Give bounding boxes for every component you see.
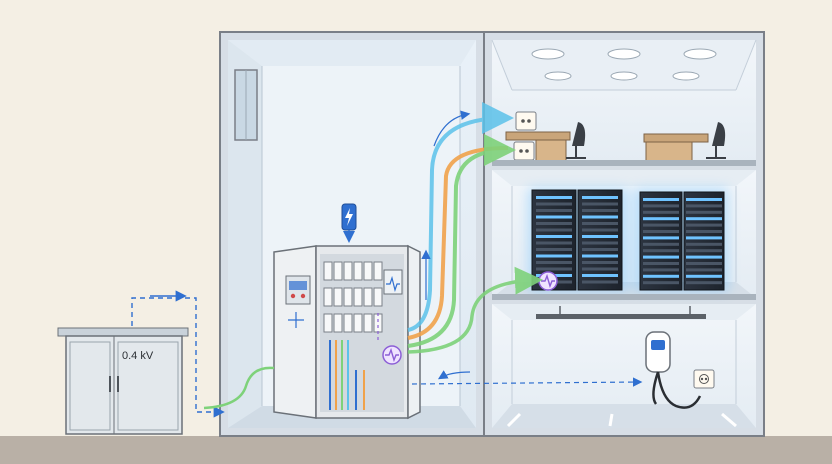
breaker [374, 314, 382, 332]
rack-slot [536, 222, 572, 225]
rack-slot [643, 249, 679, 252]
rack-slot [643, 268, 679, 271]
rack-slot [686, 198, 722, 201]
rack-slot [643, 230, 679, 233]
breaker [374, 288, 382, 306]
distribution-cabinet [274, 246, 420, 418]
breaker [344, 314, 352, 332]
rack-slot [643, 211, 679, 214]
rack-slot [686, 204, 722, 207]
rack-slot [686, 275, 722, 278]
rack-slot [536, 255, 572, 258]
rack-slot [582, 196, 618, 199]
rack-slot [643, 275, 679, 278]
breaker [364, 288, 372, 306]
rack-slot [686, 236, 722, 239]
rack-slot [582, 242, 618, 245]
waveform-monitor-icon [539, 272, 557, 290]
rack-slot [643, 198, 679, 201]
rack-slot [536, 196, 572, 199]
rack-slot [686, 224, 722, 227]
rack-slot [582, 209, 618, 212]
breaker [334, 288, 342, 306]
breaker [364, 314, 372, 332]
rack-slot [643, 243, 679, 246]
rack-slot [643, 256, 679, 259]
breaker [364, 262, 372, 280]
rack-slot [686, 256, 722, 259]
rack-slot [686, 217, 722, 220]
rack-slot [686, 249, 722, 252]
rack-slot [686, 243, 722, 246]
breaker [354, 262, 362, 280]
rack-slot [582, 203, 618, 206]
server-rack-right [640, 192, 724, 290]
rack-slot [536, 216, 572, 219]
breaker [324, 262, 332, 280]
rack-slot [582, 281, 618, 284]
rack-slot [643, 224, 679, 227]
breaker [344, 288, 352, 306]
office-room [492, 40, 756, 166]
transformer-label: 0.4 kV [122, 350, 154, 362]
rack-slot [582, 268, 618, 271]
rack-slot [536, 209, 572, 212]
rack-slot [536, 261, 572, 264]
rack-slot [582, 235, 618, 238]
rack-slot [582, 274, 618, 277]
rack-slot [643, 236, 679, 239]
breaker [344, 262, 352, 280]
rack-slot [582, 222, 618, 225]
right-building [484, 32, 764, 436]
rack-slot [582, 255, 618, 258]
breaker [324, 314, 332, 332]
ground [0, 436, 832, 464]
rack-slot [536, 203, 572, 206]
power-socket-icon [516, 112, 536, 130]
rack-slot [643, 217, 679, 220]
rack-slot [643, 262, 679, 265]
rack-slot [582, 248, 618, 251]
waveform-monitor-icon [383, 346, 401, 364]
rack-slot [686, 262, 722, 265]
rack-slot [686, 211, 722, 214]
breaker [354, 314, 362, 332]
window [235, 70, 257, 140]
rack-slot [686, 230, 722, 233]
power-socket-icon [694, 370, 714, 388]
breaker [374, 262, 382, 280]
breaker [354, 288, 362, 306]
rack-slot [536, 229, 572, 232]
rack-slot [536, 248, 572, 251]
rack-slot [686, 281, 722, 284]
rack-slot [582, 216, 618, 219]
rack-slot [536, 268, 572, 271]
breaker [334, 262, 342, 280]
transformer-box: 0.4 kV [58, 328, 188, 434]
rack-slot [643, 281, 679, 284]
rack-slot [686, 268, 722, 271]
rack-slot [582, 261, 618, 264]
breaker [334, 314, 342, 332]
power-socket-icon [514, 142, 534, 160]
garage-room [492, 304, 756, 428]
breaker [324, 288, 332, 306]
rack-slot [643, 204, 679, 207]
rack-slot [536, 242, 572, 245]
rack-slot [536, 235, 572, 238]
rack-slot [582, 229, 618, 232]
